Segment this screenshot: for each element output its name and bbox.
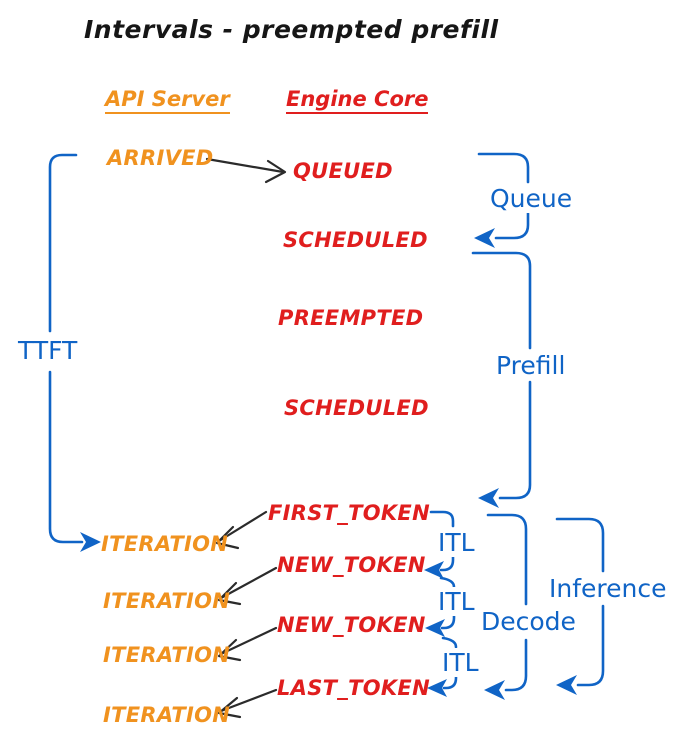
event-iteration-1: ITERATION xyxy=(101,532,229,556)
interval-label-decode: Decode xyxy=(479,607,578,636)
itl-bracket-3 xyxy=(427,636,458,697)
prefill-bracket xyxy=(471,251,532,508)
arrow-new-token-1-to-iteration-2 xyxy=(217,566,278,606)
queue-bracket xyxy=(474,152,530,248)
event-preempted: PREEMPTED xyxy=(278,306,424,330)
interval-label-inference: Inference xyxy=(547,574,669,603)
diagram-title: Intervals - preempted prefill xyxy=(84,15,499,44)
interval-label-ttft: TTFT xyxy=(16,336,80,365)
arrow-new-token-2-to-iteration-3 xyxy=(217,626,278,662)
interval-label-prefill: Prefill xyxy=(494,351,568,380)
decode-bracket xyxy=(484,513,528,700)
event-scheduled-1: SCHEDULED xyxy=(283,228,428,252)
event-new-token-2: NEW_TOKEN xyxy=(277,613,426,637)
inference-bracket xyxy=(555,517,605,695)
itl-bracket-2 xyxy=(425,576,456,637)
itl-bracket-1 xyxy=(424,510,455,579)
engine-core-header: Engine Core xyxy=(286,87,429,114)
ttft-bracket xyxy=(48,153,101,552)
event-arrived: ARRIVED xyxy=(107,146,214,170)
event-iteration-4: ITERATION xyxy=(103,703,231,727)
event-queued: QUEUED xyxy=(293,159,393,183)
event-scheduled-2: SCHEDULED xyxy=(284,396,429,420)
event-iteration-2: ITERATION xyxy=(103,589,231,613)
interval-label-queue: Queue xyxy=(488,184,575,213)
interval-label-itl-3: ITL xyxy=(440,648,481,677)
event-new-token-1: NEW_TOKEN xyxy=(277,553,426,577)
arrow-arrived-to-queued xyxy=(205,157,287,184)
interval-label-itl-1: ITL xyxy=(436,528,477,557)
arrow-first-token-to-iteration-1 xyxy=(215,510,268,550)
arrow-last-token-to-iteration-4 xyxy=(217,688,278,719)
event-last-token: LAST_TOKEN xyxy=(277,676,430,700)
interval-label-itl-2: ITL xyxy=(436,587,477,616)
api-server-header: API Server xyxy=(105,87,230,114)
event-first-token: FIRST_TOKEN xyxy=(268,501,430,525)
event-iteration-3: ITERATION xyxy=(103,643,231,667)
